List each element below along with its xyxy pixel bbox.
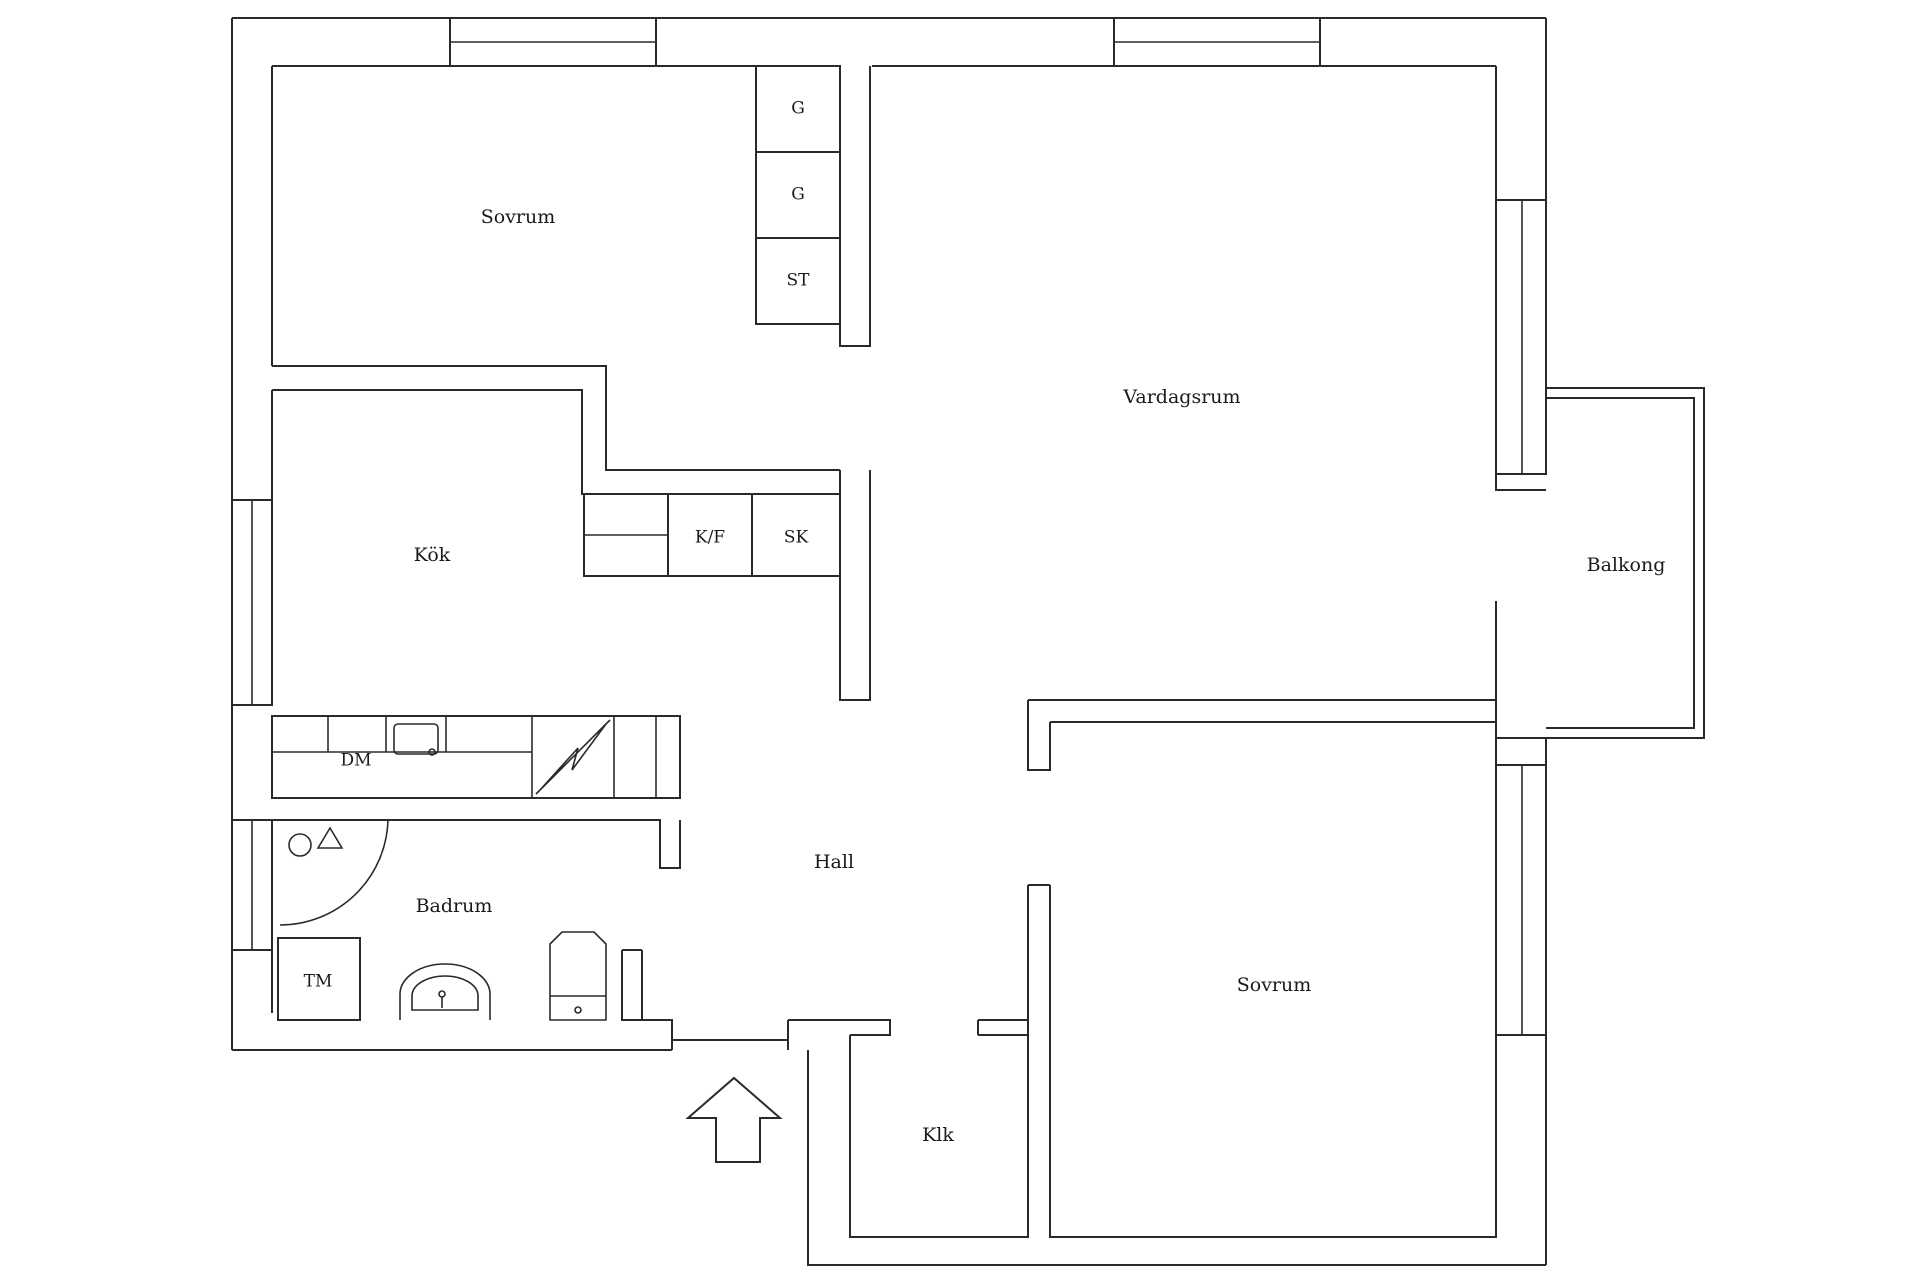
entrance-arrow-icon bbox=[685, 1076, 783, 1163]
wardrobes: G G ST bbox=[755, 65, 841, 325]
fridge-freezer-label: K/F bbox=[695, 528, 725, 548]
room-label-bedroom-bottom: Sovrum bbox=[1237, 974, 1312, 996]
window-right-bedroom bbox=[1495, 764, 1547, 1036]
storage-label: ST bbox=[787, 271, 811, 291]
bathroom-fixtures: TM bbox=[277, 819, 607, 1021]
room-label-bathroom: Badrum bbox=[416, 895, 493, 917]
toilet-icon bbox=[549, 931, 607, 1021]
room-label-closet: Klk bbox=[922, 1124, 954, 1146]
bathroom-sink-icon bbox=[399, 963, 491, 1020]
room-label-living: Vardagsrum bbox=[1122, 386, 1240, 408]
room-label-kitchen: Kök bbox=[414, 544, 451, 566]
windows bbox=[231, 17, 1547, 1036]
stove-icon bbox=[535, 719, 611, 795]
kitchen-counter: DM bbox=[271, 715, 681, 799]
room-labels: Sovrum Vardagsrum Balkong Kök Hall Badru… bbox=[414, 206, 1666, 1146]
outer-walls bbox=[231, 17, 1547, 1266]
cabinet-label: SK bbox=[784, 528, 809, 548]
wardrobe-label-2: G bbox=[791, 185, 805, 205]
washer-label: TM bbox=[304, 972, 333, 992]
window-right-living bbox=[1495, 199, 1547, 475]
room-label-balcony: Balkong bbox=[1587, 554, 1666, 576]
drain-icon bbox=[288, 833, 312, 857]
room-label-hall: Hall bbox=[814, 851, 854, 873]
room-label-bedroom-top: Sovrum bbox=[481, 206, 556, 228]
kitchen-sink-icon bbox=[393, 723, 439, 755]
kitchen-units-top: K/F SK bbox=[583, 493, 841, 577]
balcony bbox=[1495, 387, 1705, 739]
dishwasher-label: DM bbox=[340, 751, 371, 771]
shower-icon bbox=[279, 819, 389, 926]
wardrobe-label-1: G bbox=[791, 99, 805, 119]
